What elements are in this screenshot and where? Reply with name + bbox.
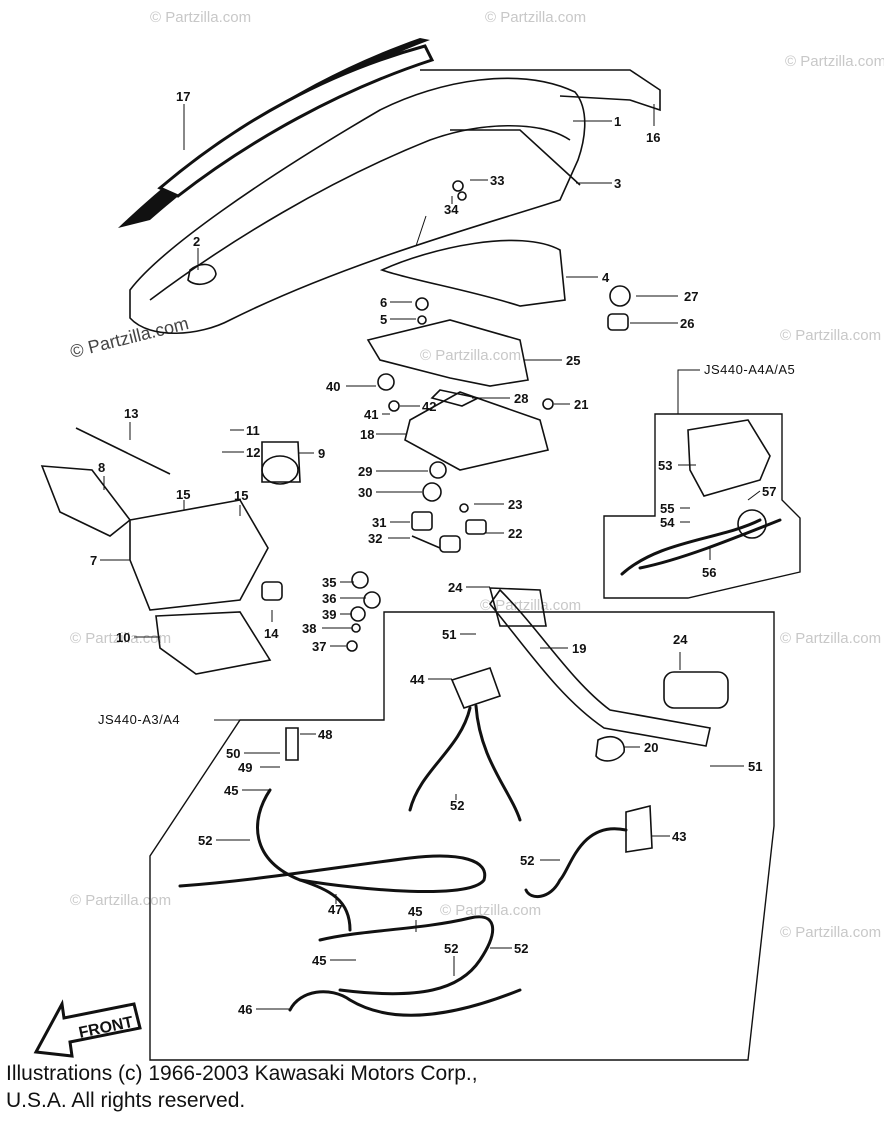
callout-38: 38 (302, 621, 316, 636)
callout-24b: 24 (673, 632, 688, 647)
callout-6: 6 (380, 295, 387, 310)
callout-33: 33 (490, 173, 504, 188)
callout-8: 8 (98, 460, 105, 475)
watermark: © Partzilla.com (150, 9, 251, 26)
callout-50: 50 (226, 746, 240, 761)
callout-29: 29 (358, 464, 372, 479)
callout-15b: 15 (234, 488, 248, 503)
callout-39: 39 (322, 607, 336, 622)
callout-19: 19 (572, 641, 586, 656)
callout-14: 14 (264, 626, 279, 641)
callout-23: 23 (508, 497, 522, 512)
callout-53: 53 (658, 458, 672, 473)
mount-assembly (40, 427, 301, 675)
callout-35: 35 (322, 575, 336, 590)
callout-27: 27 (684, 289, 698, 304)
callout-41: 41 (364, 407, 378, 422)
watermark: © Partzilla.com (780, 924, 881, 941)
callout-36: 36 (322, 591, 336, 606)
callout-4: 4 (602, 270, 610, 285)
callout-30: 30 (358, 485, 372, 500)
callout-22: 22 (508, 526, 522, 541)
variant-label-lower: JS440-A3/A4 (98, 712, 180, 727)
callout-37: 37 (312, 639, 326, 654)
watermark: © Partzilla.com (70, 630, 171, 647)
callout-51b: 51 (748, 759, 762, 774)
watermark: © Partzilla.com (780, 630, 881, 647)
copyright-line-2: U.S.A. All rights reserved. (6, 1089, 246, 1112)
callout-17: 17 (176, 89, 190, 104)
callout-5: 5 (380, 312, 387, 327)
callout-54: 54 (660, 515, 675, 530)
variant-box-upper: JS440-A4A/A5 (603, 362, 801, 599)
callout-24: 24 (448, 580, 463, 595)
callout-3: 3 (614, 176, 621, 191)
watermark: © Partzilla.com (780, 327, 881, 344)
copyright-notice: Illustrations (c) 1966-2003 Kawasaki Mot… (6, 1060, 646, 1114)
watermark: © Partzilla.com (485, 9, 586, 26)
callout-56: 56 (702, 565, 716, 580)
watermark: © Partzilla.com (480, 597, 581, 614)
variant-box-lower: JS440-A3/A4 (98, 611, 775, 1061)
callout-13: 13 (124, 406, 138, 421)
fasteners (346, 180, 631, 652)
callout-34: 34 (444, 202, 459, 217)
callout-45: 45 (224, 783, 238, 798)
watermark: © Partzilla.com (70, 892, 171, 909)
callout-49: 49 (238, 760, 252, 775)
callout-7: 7 (90, 553, 97, 568)
callout-52: 52 (198, 833, 212, 848)
callout-26: 26 (680, 316, 694, 331)
callout-11: 11 (246, 423, 260, 438)
callout-43: 43 (672, 829, 686, 844)
callout-9: 9 (318, 446, 325, 461)
cover-and-plates (366, 239, 566, 471)
callout-28: 28 (514, 391, 528, 406)
variant-label-upper: JS440-A4A/A5 (704, 362, 795, 377)
callout-12: 12 (246, 445, 260, 460)
callout-31: 31 (372, 515, 386, 530)
callout-46: 46 (238, 1002, 252, 1017)
watermark-main: © Partzilla.com (68, 313, 191, 362)
callout-1: 1 (614, 114, 621, 129)
callout-15: 15 (176, 487, 190, 502)
callout-16: 16 (646, 130, 660, 145)
callout-21: 21 (574, 397, 588, 412)
callouts: 1 2 3 4 5 6 7 8 9 10 11 12 13 14 15 15 1… (90, 89, 776, 1017)
callout-57: 57 (762, 484, 776, 499)
callout-52c: 52 (520, 853, 534, 868)
watermark: © Partzilla.com (420, 347, 521, 364)
callout-44: 44 (410, 672, 425, 687)
callout-52e: 52 (444, 941, 458, 956)
watermark: © Partzilla.com (785, 53, 884, 70)
callout-55: 55 (660, 501, 674, 516)
copyright-line-1: Illustrations (c) 1966-2003 Kawasaki Mot… (6, 1062, 478, 1085)
callout-45b: 45 (408, 904, 422, 919)
callout-25: 25 (566, 353, 580, 368)
callout-32: 32 (368, 531, 382, 546)
callout-42: 42 (422, 399, 436, 414)
callout-45c: 45 (312, 953, 326, 968)
handlebar-assembly (488, 587, 729, 762)
callout-48: 48 (318, 727, 332, 742)
callout-40: 40 (326, 379, 340, 394)
front-arrow: FRONT (33, 999, 142, 1058)
callout-10: 10 (116, 630, 130, 645)
leader-lines (100, 104, 761, 1010)
callout-52d: 52 (514, 941, 528, 956)
watermark: © Partzilla.com (440, 902, 541, 919)
callout-18: 18 (360, 427, 374, 442)
callout-2: 2 (193, 234, 200, 249)
callout-51: 51 (442, 627, 456, 642)
handle-pad-assembly (118, 38, 661, 334)
callout-47: 47 (328, 902, 342, 917)
callout-52b: 52 (450, 798, 464, 813)
callout-20: 20 (644, 740, 658, 755)
